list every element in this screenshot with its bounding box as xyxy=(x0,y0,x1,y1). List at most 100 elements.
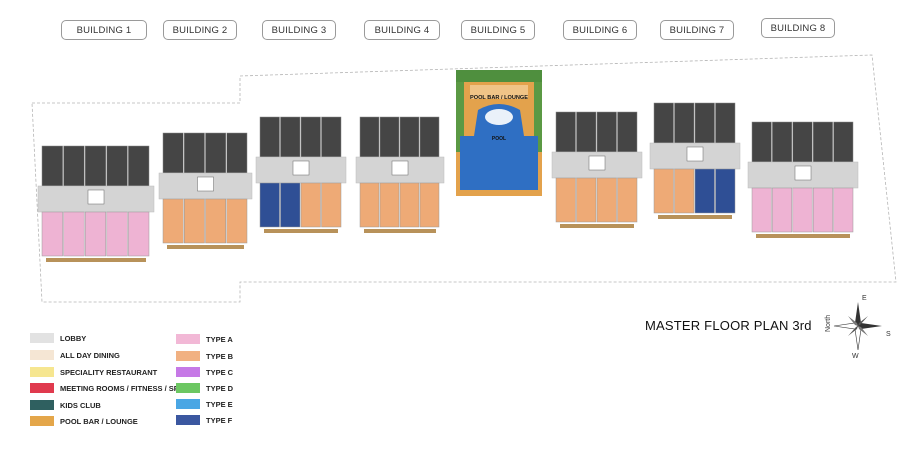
balcony-strip xyxy=(264,229,338,233)
residential-unit-dark xyxy=(674,102,695,144)
residential-unit-dark xyxy=(321,116,342,158)
balcony-strip xyxy=(167,245,244,249)
legend-swatch xyxy=(176,367,200,377)
residential-unit-dark xyxy=(41,145,63,187)
residential-unit xyxy=(321,182,342,228)
compass-point-nw xyxy=(848,316,858,326)
legend-swatch xyxy=(30,367,54,377)
stair-core xyxy=(197,176,214,192)
residential-unit-dark xyxy=(300,116,321,158)
building-6-button[interactable]: BUILDING 6 xyxy=(563,20,637,40)
building-3-plate xyxy=(255,116,347,233)
legend-swatch xyxy=(176,399,200,409)
legend-item-kids-club: KIDS CLUB xyxy=(30,399,101,411)
building-3-button[interactable]: BUILDING 3 xyxy=(262,20,336,40)
residential-unit-dark xyxy=(653,102,674,144)
residential-unit xyxy=(617,177,638,223)
residential-unit xyxy=(653,168,674,214)
legend-swatch xyxy=(30,416,54,426)
residential-unit xyxy=(555,177,576,223)
legend-swatch xyxy=(176,334,200,344)
residential-unit-dark xyxy=(812,121,833,163)
buildings-layer xyxy=(37,102,859,262)
building-7-button[interactable]: BUILDING 7 xyxy=(660,20,734,40)
pool-greenery-top xyxy=(456,70,542,82)
residential-unit-dark xyxy=(184,132,205,174)
residential-unit xyxy=(359,182,380,228)
residential-unit xyxy=(280,182,301,228)
compass-point-sw xyxy=(848,326,858,336)
legend-swatch xyxy=(30,383,54,393)
legend-item-pool-bar: POOL BAR / LOUNGE xyxy=(30,415,138,427)
legend-item-all-day-dining: ALL DAY DINING xyxy=(30,349,120,361)
stair-core xyxy=(391,160,409,176)
legend-label: TYPE D xyxy=(206,383,234,393)
building-6-plate xyxy=(551,111,643,228)
residential-unit-dark xyxy=(205,132,226,174)
building-8-plate xyxy=(747,121,859,238)
balcony-strip xyxy=(560,224,634,228)
residential-unit xyxy=(399,182,420,228)
stair-core xyxy=(588,155,606,171)
residential-unit-dark xyxy=(63,145,85,187)
compass-point-se xyxy=(858,326,868,336)
building-5-pool-area: POOL BAR / LOUNGE POOL xyxy=(456,70,542,196)
site-boundary xyxy=(31,54,897,303)
residential-unit-dark xyxy=(617,111,638,153)
legend-label: ALL DAY DINING xyxy=(60,350,120,360)
residential-unit-dark xyxy=(596,111,617,153)
residential-unit xyxy=(674,168,695,214)
residential-unit xyxy=(833,187,854,233)
legend-swatch xyxy=(30,333,54,343)
legend-swatch xyxy=(176,351,200,361)
compass-s-label: S xyxy=(886,331,891,338)
legend-item-type-b: TYPE B xyxy=(176,350,233,362)
residential-unit xyxy=(751,187,772,233)
pool-greenery-left xyxy=(456,82,464,152)
residential-unit-dark xyxy=(84,145,107,187)
compass-point-n xyxy=(855,302,861,326)
compass-rose: North E S W xyxy=(825,295,891,360)
legend-item-speciality-restaurant: SPECIALITY RESTAURANT xyxy=(30,366,157,378)
building-1-button[interactable]: BUILDING 1 xyxy=(61,20,147,40)
residential-unit-dark xyxy=(106,145,128,187)
pool-bar-block xyxy=(470,85,528,99)
legend-label: MEETING ROOMS / FITNESS / SPA xyxy=(60,383,184,393)
building-4-plate xyxy=(355,116,445,233)
residential-unit-dark xyxy=(128,145,150,187)
residential-unit-dark xyxy=(694,102,715,144)
residential-unit-dark xyxy=(555,111,576,153)
residential-unit-dark xyxy=(751,121,772,163)
residential-unit xyxy=(259,182,280,228)
building-8-button[interactable]: BUILDING 8 xyxy=(761,18,835,38)
residential-unit xyxy=(576,177,597,223)
legend-label: POOL BAR / LOUNGE xyxy=(60,416,138,426)
residential-unit-dark xyxy=(576,111,597,153)
compass-e-label: E xyxy=(862,295,867,302)
residential-unit xyxy=(184,198,205,244)
balcony-strip xyxy=(46,258,146,262)
residential-unit-dark xyxy=(162,132,184,174)
residential-unit-dark xyxy=(772,121,793,163)
residential-unit-dark xyxy=(833,121,854,163)
residential-unit xyxy=(694,168,715,214)
building-4-button[interactable]: BUILDING 4 xyxy=(364,20,440,40)
building-5-button[interactable]: BUILDING 5 xyxy=(461,20,535,40)
legend-item-type-d: TYPE D xyxy=(176,382,233,394)
residential-unit-dark xyxy=(259,116,280,158)
residential-unit-dark xyxy=(226,132,248,174)
building-7-plate xyxy=(649,102,741,219)
residential-unit xyxy=(772,187,793,233)
building-2-button[interactable]: BUILDING 2 xyxy=(163,20,237,40)
balcony-strip xyxy=(756,234,850,238)
legend-label: LOBBY xyxy=(60,333,87,343)
residential-unit xyxy=(106,211,128,257)
stair-core xyxy=(686,146,704,162)
balcony-strip xyxy=(364,229,436,233)
building-1-plate xyxy=(37,145,155,262)
plan-title: MASTER FLOOR PLAN 3rd xyxy=(645,318,812,333)
residential-unit xyxy=(205,198,226,244)
compass-point-e xyxy=(858,323,882,329)
residential-unit xyxy=(162,198,184,244)
residential-unit-dark xyxy=(280,116,301,158)
